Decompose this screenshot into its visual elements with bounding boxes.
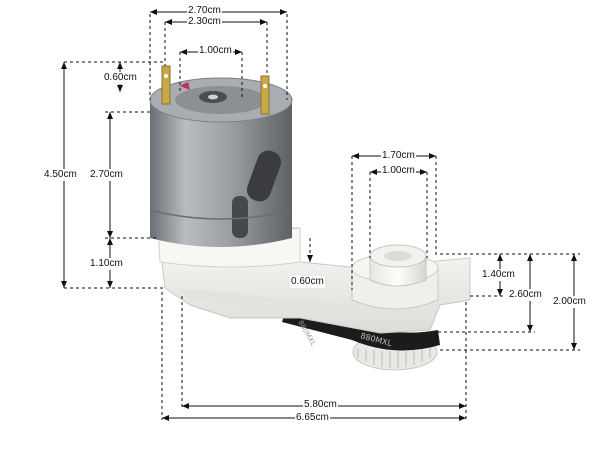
pulley-hub (351, 244, 439, 310)
dim-pulley-height: 2.00cm (552, 296, 587, 308)
dim-terminal-height: 0.60cm (103, 72, 138, 84)
dim-overall-length: 6.65cm (295, 412, 330, 424)
dim-gear-outer-width: 1.70cm (381, 150, 416, 162)
dim-motor-body-height: 2.70cm (89, 169, 124, 181)
dim-gear-inner-width: 1.00cm (381, 165, 416, 177)
dim-arm-offset: 0.60cm (290, 276, 325, 288)
dim-top-inner-width: 2.30cm (187, 16, 222, 28)
dim-base-height: 1.10cm (89, 258, 124, 270)
dim-shaft-span: 5.80cm (303, 399, 338, 411)
dc-motor (149, 65, 293, 247)
dimension-arrowheads (61, 9, 577, 421)
dim-terminal-spacing: 1.00cm (198, 45, 233, 57)
dim-gear-stack-height: 2.60cm (508, 289, 543, 301)
dimension-lines (63, 11, 580, 420)
dim-total-height: 4.50cm (43, 169, 78, 181)
dim-top-outer-width: 2.70cm (187, 5, 222, 17)
dim-hub-height: 1.40cm (481, 269, 516, 281)
